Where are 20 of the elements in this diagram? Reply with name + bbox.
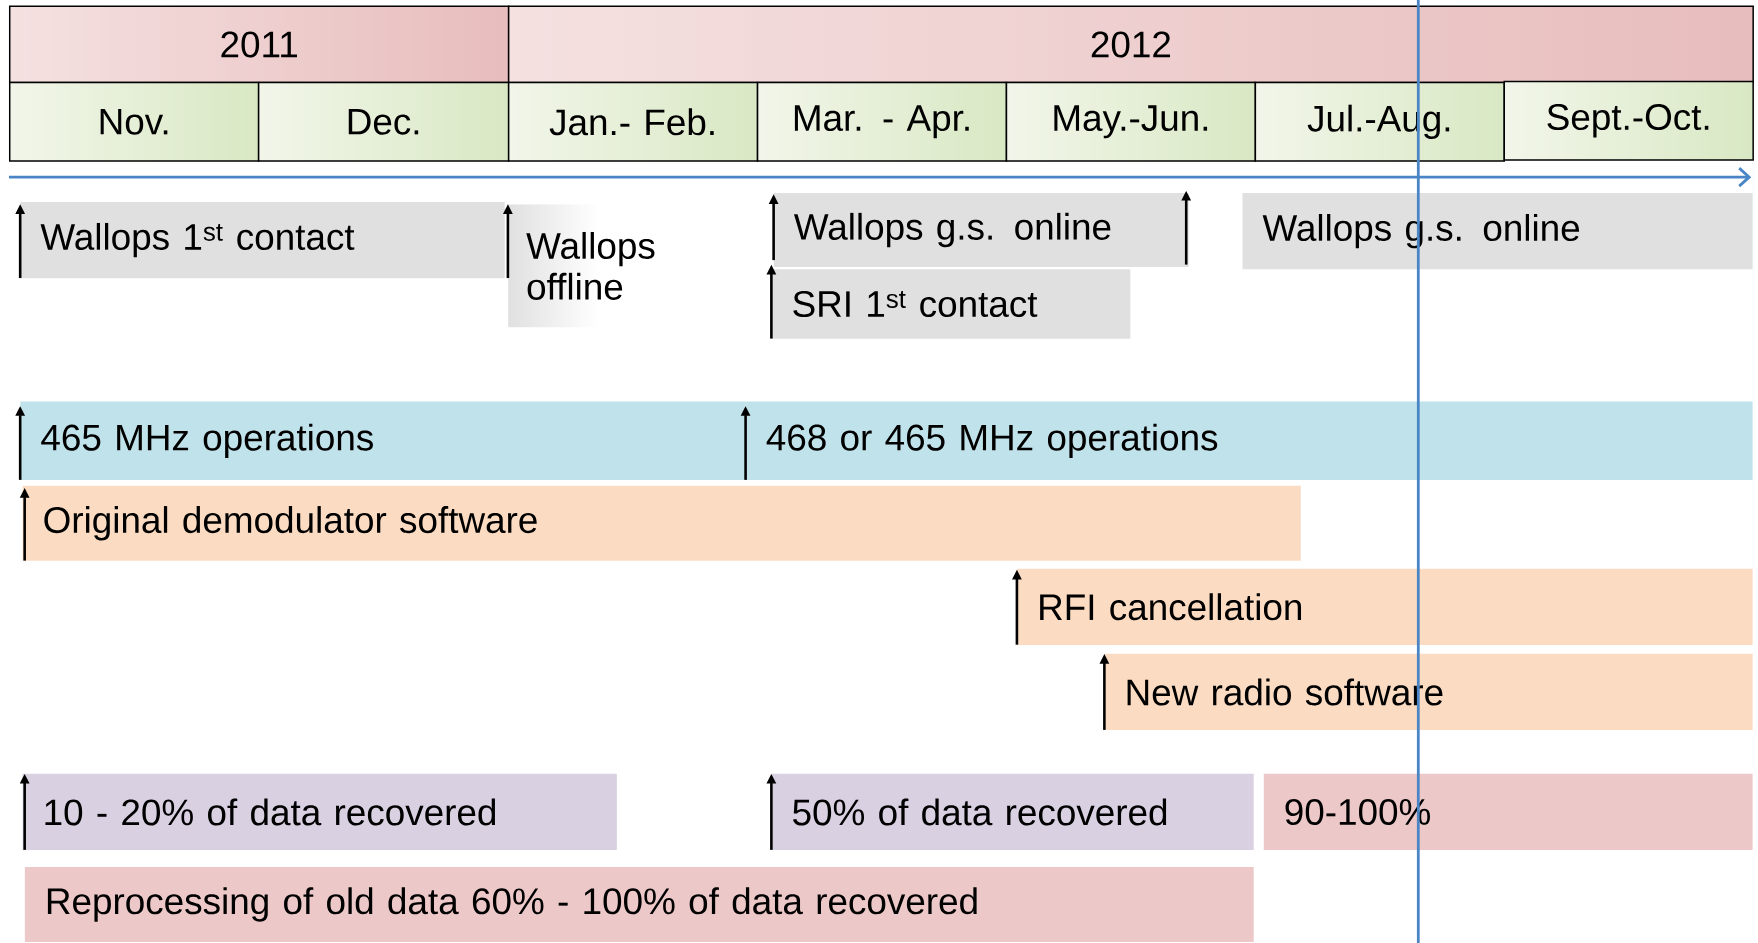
month-header-cell: Dec. [257,81,510,162]
event-bar: SRI 1$^{st}$ contact [771,269,1131,339]
period-bar: RFI cancellation [1017,568,1753,645]
period-bar: 465 MHz operations [20,401,746,481]
period-bar: 10 - 20% of data recovered [22,773,617,851]
month-header-cell: Mar. - Apr. [756,81,1008,162]
node-label: 468 or 465 MHz operations [766,423,1218,459]
event-label: Wallops offline [526,231,655,300]
month-header-cell: May.-Jun. [1005,81,1257,162]
period-bar: Reprocessing of old data 60% - 100% of data recovered [24,866,1254,942]
month-header-cell: Jan.- Feb. [507,81,759,162]
event-bar: Wallops g.s. online [773,193,1189,268]
period-bar: 50% of data recovered [771,773,1254,851]
node-label: SRI 1$^{st}$ contact [793,290,1038,318]
period-bar: 468 or 465 MHz operations [745,401,1753,481]
month-header-cell: Nov. [8,81,260,162]
month-header-cell: Sept.-Oct. [1503,80,1754,161]
year-header-cell: 2011 [8,5,510,84]
period-bar: Original demodulator software [22,485,1301,561]
event-bar: Wallops 1$^{st}$ contact [20,202,505,279]
